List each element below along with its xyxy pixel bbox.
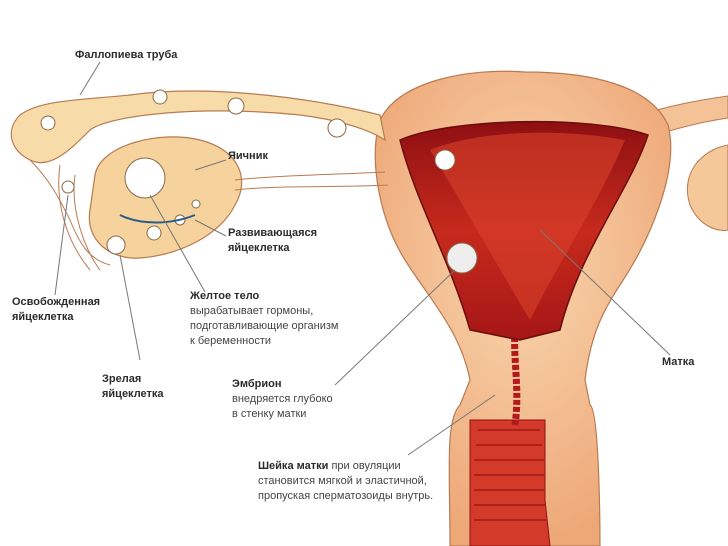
right-ovary (686, 144, 728, 231)
label-line: пропуская сперматозоиды внутрь. (258, 490, 434, 502)
label-fallopian-tube: Фаллопиева труба (75, 49, 178, 61)
label-corpus-luteum: Желтое тело вырабатывает гормоны, подгот… (190, 289, 339, 349)
label-ovary: Яичник (228, 150, 268, 162)
label-title: Шейка матки (258, 460, 329, 472)
label-line: в стенку матки (232, 408, 307, 420)
label-cervix: Шейка матки при овуляции становится мягк… (258, 459, 433, 504)
label-line: яйцеклетка (228, 242, 290, 254)
label-released-egg: Освобожденная яйцеклетка (12, 295, 100, 325)
label-line: к беременности (190, 335, 272, 347)
label-line: Освобожденная (12, 296, 101, 308)
cervix (469, 419, 551, 546)
label-line: внедряется глубоко (232, 393, 333, 405)
label-line: яйцеклетка (102, 388, 164, 400)
label-title: Желтое тело (190, 290, 260, 302)
label-embryo: Эмбрион внедряется глубоко в стенку матк… (232, 377, 333, 422)
embryo (446, 242, 478, 274)
corpus-luteum (124, 157, 166, 199)
label-line: подготавливающие организм (190, 320, 339, 332)
label-line: яйцеклетка (12, 311, 74, 323)
label-title: Эмбрион (232, 378, 282, 390)
label-line: Зрелая (102, 373, 142, 385)
label-uterus: Матка (662, 356, 695, 368)
label-line: вырабатывает гормоны, (190, 305, 314, 317)
label-developing-egg: Развивающаяся яйцеклетка (228, 226, 317, 256)
label-mature-egg: Зрелая яйцеклетка (102, 372, 164, 402)
left-fallopian-tube (10, 90, 386, 164)
label-inline: при овуляции (328, 460, 401, 472)
label-line: Развивающаяся (228, 227, 318, 239)
label-line: становится мягкой и эластичной, (258, 475, 427, 487)
